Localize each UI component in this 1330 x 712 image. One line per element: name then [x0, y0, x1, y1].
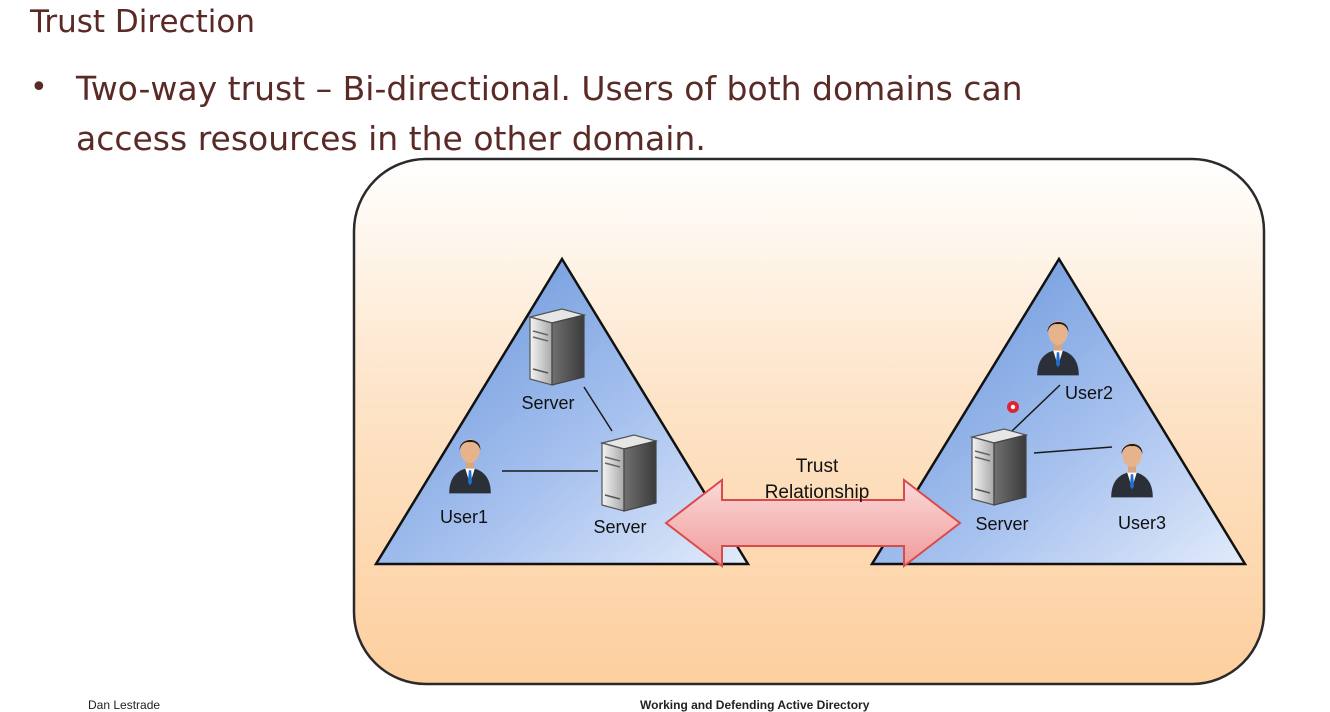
server-icon: [601, 434, 657, 512]
link-line: [1011, 384, 1061, 432]
right-domain: Server User2 User3: [869, 256, 1248, 566]
user3-label: User3: [1118, 513, 1166, 533]
bullet-text: Two-way trust – Bi-directional. Users of…: [76, 69, 1023, 158]
footer-right: Working and Defending Active Directory: [640, 698, 870, 712]
right-domain-triangle: [869, 256, 1248, 566]
server-icon: [971, 428, 1027, 506]
link-line: [1033, 446, 1113, 454]
bidirectional-arrow-icon: [664, 477, 962, 569]
footer-left: Dan Lestrade: [88, 698, 161, 712]
bullet-marker: •: [30, 70, 48, 105]
right-server-label: Server: [975, 514, 1028, 534]
slide-title: Trust Direction: [30, 4, 255, 40]
user2-label: User2: [1065, 383, 1113, 403]
trust-label-line1: Trust: [796, 456, 839, 477]
cursor-marker-icon: [1007, 401, 1019, 413]
trust-relationship: Trust Relationship: [664, 456, 962, 569]
user1-label: User1: [440, 507, 488, 527]
left-domain: Server Server User1: [373, 256, 751, 566]
server-top-label: Server: [521, 393, 574, 413]
link-line: [583, 386, 613, 432]
trust-diagram: Server Server User1 Server User2 User3 T…: [352, 157, 1266, 692]
server-bottom-label: Server: [593, 517, 646, 537]
trust-label-line2: Relationship: [765, 482, 870, 503]
server-icon: [529, 308, 585, 386]
